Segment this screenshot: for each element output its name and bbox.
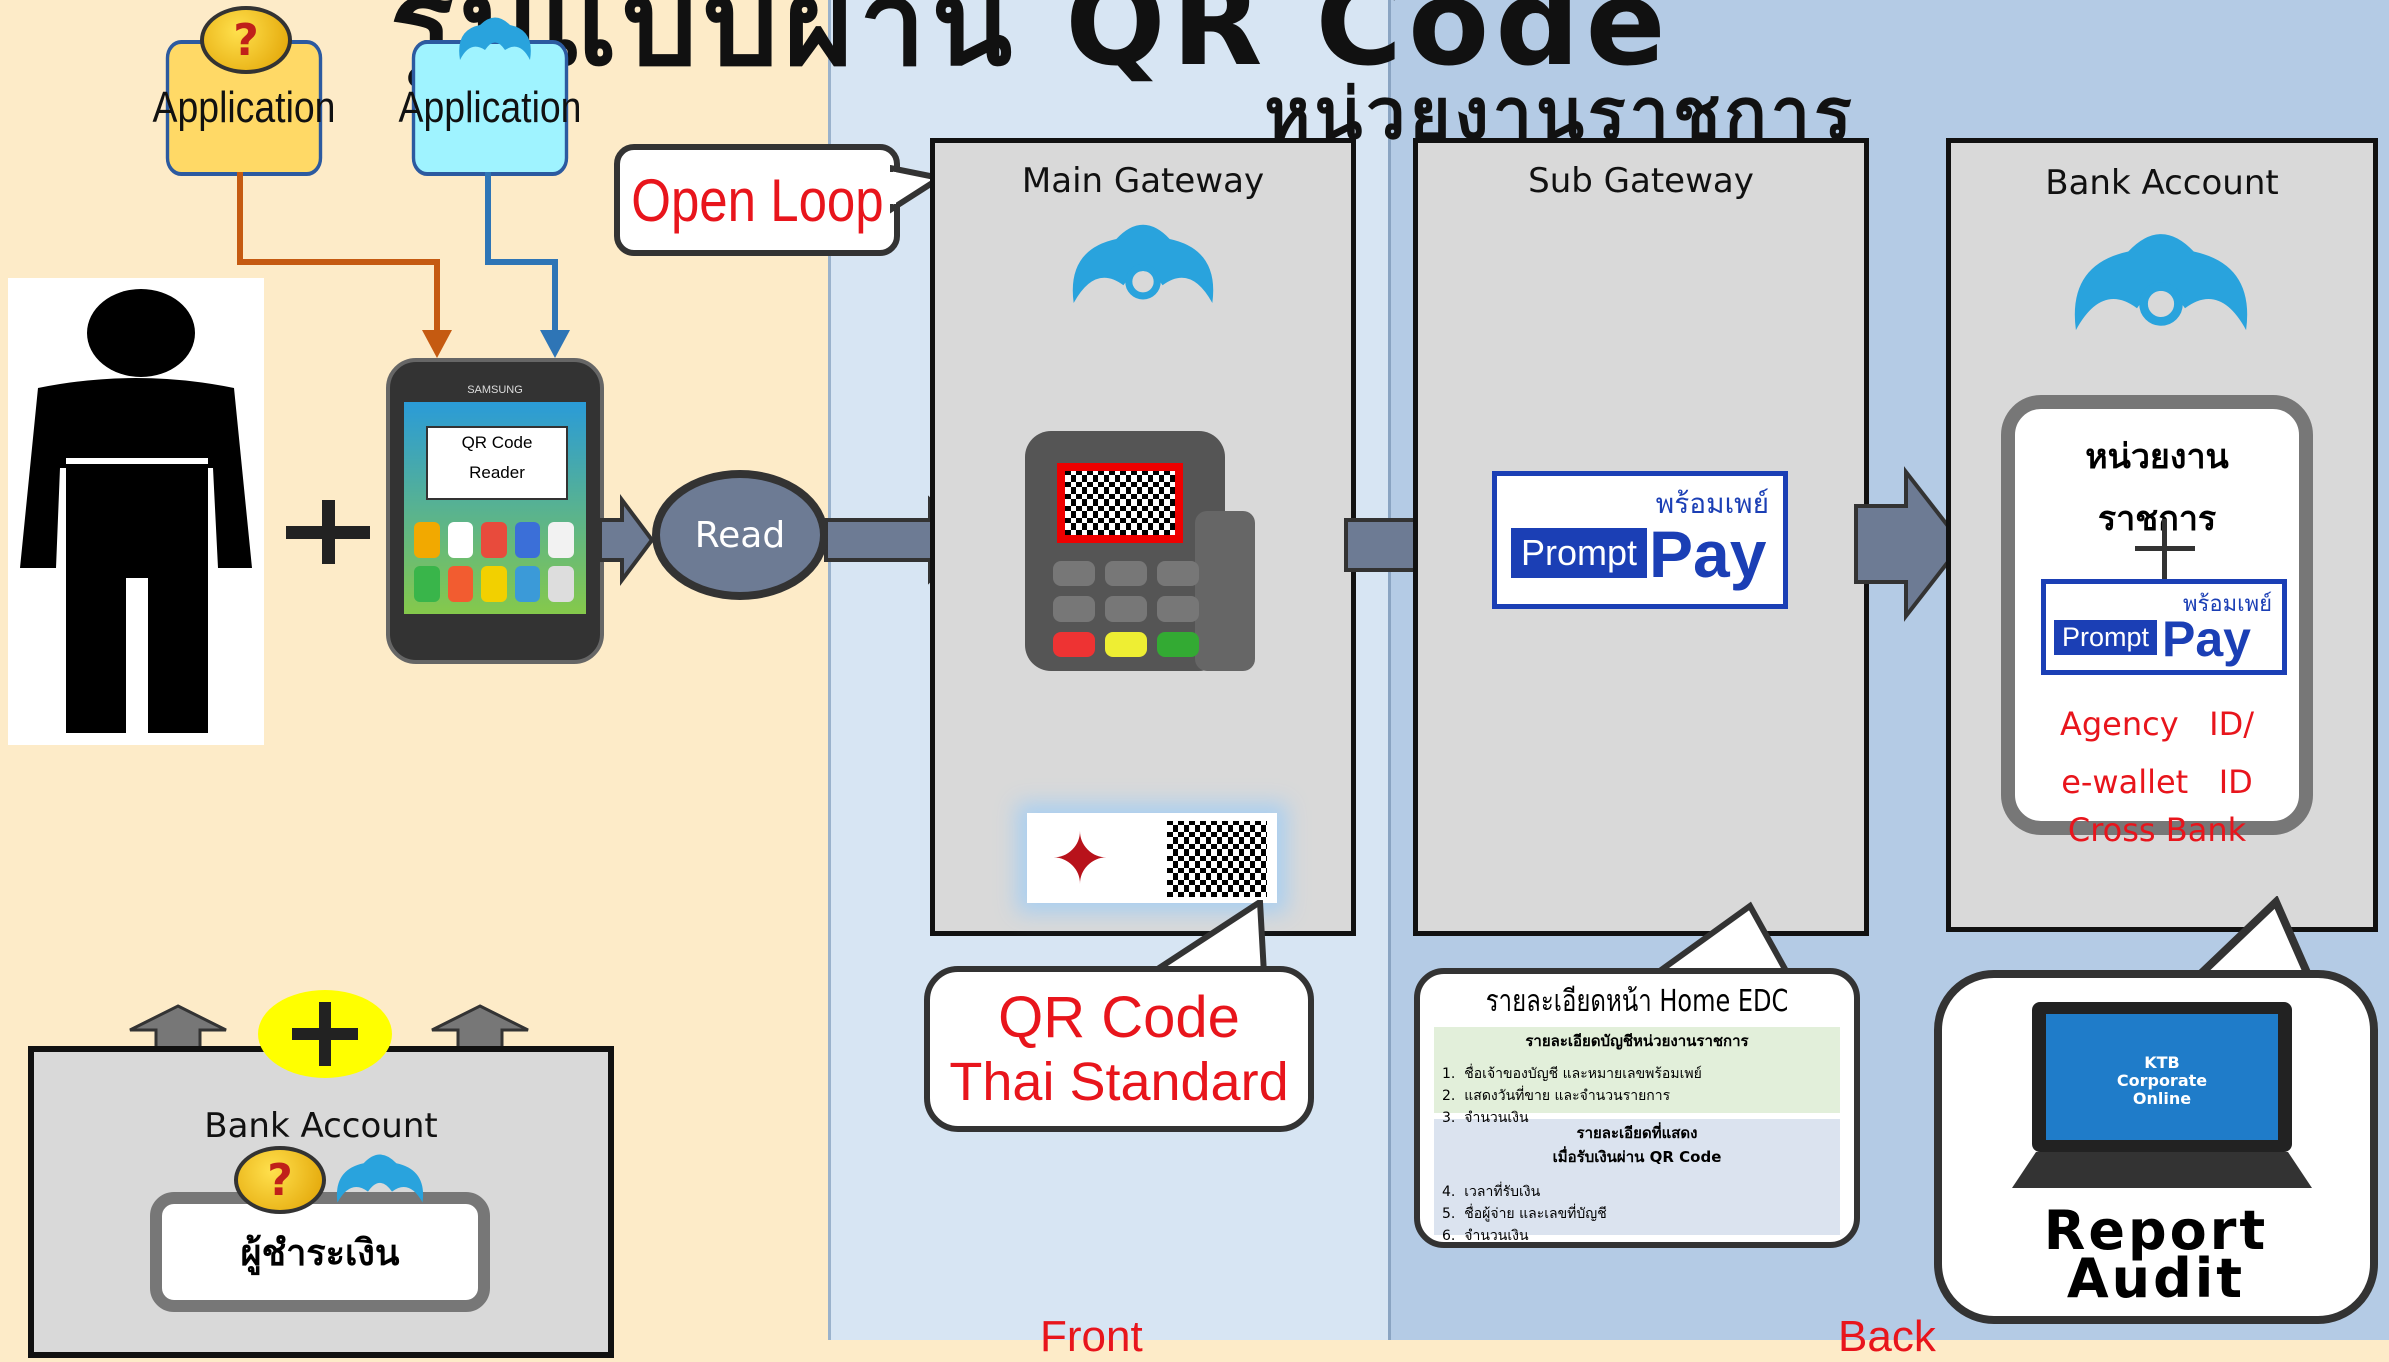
bank-logo-icon: [1063, 213, 1223, 313]
cross-bank-line: Cross Bank: [2067, 811, 2247, 849]
laptop-text-line3: Online: [2132, 1089, 2192, 1108]
edc-section1: รายละเอียดบัญชีหน่วยงานราชการ 1. ชื่อเจ้…: [1434, 1027, 1840, 1126]
qr-reader-line1: QR Code: [461, 433, 533, 452]
report-audit-callout: KTB Corporate Online Report Audit: [1934, 970, 2378, 1324]
edc-item: 5. ชื่อผู้จ่าย และเลขที่บัญชี: [1442, 1206, 1607, 1222]
promptpay-logo: พร้อมเพย์ Prompt Pay: [1492, 471, 1788, 609]
promptpay-pay-label: Pay: [1649, 517, 1767, 591]
promptpay-prompt-label: Prompt: [2054, 620, 2158, 655]
unknown-bank-icon: ?: [234, 1146, 326, 1214]
main-gateway-label: Main Gateway: [1021, 161, 1265, 201]
promptpay-logo: พร้อมเพย์ Prompt Pay: [2041, 579, 2287, 675]
edc-section2: รายละเอียดที่แสดง เมื่อรับเงินผ่าน QR Co…: [1434, 1119, 1840, 1242]
person-icon: [8, 278, 264, 745]
laptop-icon: KTB Corporate Online: [2012, 1002, 2312, 1192]
plus-icon: [2135, 519, 2195, 579]
edc-section2-head-line1: รายละเอียดที่แสดง: [1576, 1124, 1698, 1142]
bank-logo-icon: [2061, 221, 2261, 341]
edc-item: 4. เวลาที่รับเงิน: [1442, 1184, 1541, 1200]
unknown-bank-icon: ?: [200, 6, 292, 74]
qr-code-image: [1057, 463, 1183, 543]
plus-badge-icon: [258, 990, 392, 1078]
laptop-text-line2: Corporate: [2116, 1071, 2208, 1090]
application-label: Application: [152, 83, 336, 132]
app-icons-row: [414, 522, 574, 602]
edc-item: 3. จำนวนเงิน: [1442, 1110, 1529, 1126]
back-zone-label: Back: [1838, 1312, 1936, 1361]
phone-brand: SAMSUNG: [467, 384, 523, 396]
agency-account-box: หน่วยงาน ราชการ พร้อมเพย์ Prompt Pay Age…: [2001, 395, 2313, 835]
read-label: Read: [694, 514, 786, 556]
edc-item: 6. จำนวนเงิน: [1442, 1228, 1529, 1244]
app-connectors: [237, 172, 570, 358]
bank-account-label: Bank Account: [2045, 163, 2279, 203]
page-title: รูปแบบผ่าน QR Code: [390, 0, 1672, 92]
agency-line2: ราชการ: [2097, 499, 2217, 539]
promptpay-thai-label: พร้อมเพย์: [2183, 592, 2272, 617]
qr-reader-line2: Reader: [469, 463, 525, 482]
ewallet-id-line: e-wallet ID: [2061, 763, 2253, 801]
arrow-sub-to-bank: [1854, 466, 1965, 622]
qr-standard-callout: QR Code Thai Standard: [924, 966, 1314, 1132]
open-loop-callout-tail: [890, 164, 948, 214]
read-step-ellipse: Read: [652, 470, 828, 600]
open-loop-callout: Open Loop: [614, 144, 900, 256]
garuda-emblem-icon: ✦: [1050, 818, 1110, 900]
edc-terminal: [1025, 431, 1261, 671]
agency-id-line: Agency ID/: [2059, 705, 2255, 743]
edc-section1-head: รายละเอียดบัญชีหน่วยงานราชการ: [1525, 1032, 1749, 1050]
payer-bank-panel: Bank Account ? ผู้ชำระเงิน: [28, 1046, 614, 1358]
report-line1: Report: [2043, 1199, 2269, 1262]
qr-code-image: [1167, 821, 1267, 897]
promptpay-thai-label: พร้อมเพย์: [1655, 487, 1769, 520]
payer-box: ผู้ชำระเงิน: [150, 1192, 490, 1312]
edc-section2-head-line2: เมื่อรับเงินผ่าน QR Code: [1552, 1148, 1722, 1166]
open-loop-label: Open Loop: [630, 166, 884, 234]
smartphone: SAMSUNG QR Code Reader: [386, 358, 604, 664]
bank-logo-icon: [330, 1148, 430, 1208]
report-line2: Audit: [2066, 1247, 2246, 1310]
qr-callout-line1: QR Code: [998, 985, 1240, 1050]
application-label: Application: [398, 83, 582, 132]
laptop-text-line1: KTB: [2144, 1053, 2180, 1072]
sub-gateway-label: Sub Gateway: [1528, 161, 1754, 201]
bank-logo-icon: [450, 10, 540, 65]
bank-account-panel: Bank Account หน่วยงาน ราชการ พร้อมเพย์ P…: [1946, 138, 2378, 932]
keypad: [1053, 561, 1199, 657]
payer-bank-label: Bank Account: [204, 1106, 438, 1146]
phone-screen: QR Code Reader: [404, 402, 586, 614]
agency-line1: หน่วยงาน: [2085, 437, 2229, 477]
edc-detail-callout: รายละเอียดหน้า Home EDC รายละเอียดบัญชีห…: [1414, 968, 1860, 1248]
qr-callout-line2: Thai Standard: [949, 1052, 1289, 1112]
main-gateway-panel: Main Gateway ✦: [930, 138, 1356, 936]
edc-item: 2. แสดงวันที่ขาย และจำนวนรายการ: [1442, 1088, 1671, 1104]
plus-icon: [286, 500, 370, 564]
edc-item: 1. ชื่อเจ้าของบัญชี และหมายเลขพร้อมเพย์: [1442, 1066, 1702, 1082]
edc-callout-title: รายละเอียดหน้า Home EDC: [1485, 984, 1789, 1019]
promptpay-pay-label: Pay: [2162, 611, 2251, 667]
payer-label: ผู้ชำระเงิน: [240, 1232, 400, 1274]
thai-qr-sticker: ✦: [1027, 813, 1277, 903]
promptpay-prompt-label: Prompt: [1511, 528, 1648, 578]
front-zone-label: Front: [1040, 1312, 1143, 1361]
sub-gateway-panel: Sub Gateway พร้อมเพย์ Prompt Pay: [1413, 138, 1869, 936]
qr-reader-app-box: QR Code Reader: [426, 426, 568, 500]
